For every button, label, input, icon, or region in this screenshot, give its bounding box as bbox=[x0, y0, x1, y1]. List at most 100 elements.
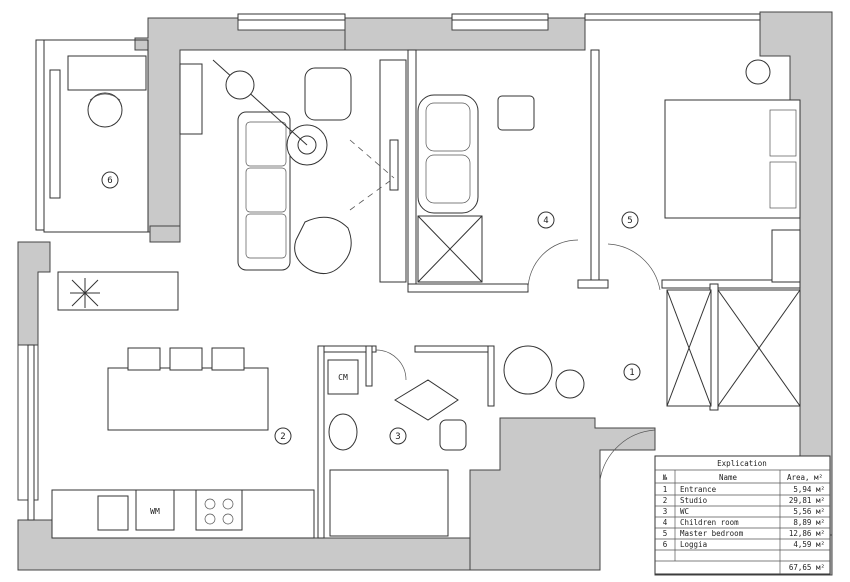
sofa-cushion-1 bbox=[245, 121, 287, 167]
wall-wc-inner bbox=[365, 345, 373, 387]
wall-children-right bbox=[590, 49, 600, 287]
living-area bbox=[179, 59, 407, 283]
room-circle-5 bbox=[621, 211, 639, 229]
master-bedroom bbox=[607, 59, 801, 407]
window-top-3 bbox=[584, 13, 761, 21]
table-header-num: № bbox=[662, 473, 668, 482]
loggia-desk bbox=[67, 55, 147, 91]
sofa-cushion-2 bbox=[245, 167, 287, 213]
room-circle-6 bbox=[101, 171, 119, 189]
closet1-x-2 bbox=[666, 289, 712, 407]
cm-box bbox=[327, 359, 359, 395]
table-row-area: 29,81 м² bbox=[789, 496, 825, 505]
counter-bottom bbox=[51, 489, 315, 539]
room-labels: 1 2 3 4 5 6 CM WM bbox=[101, 171, 641, 516]
room-number-3: 3 bbox=[395, 432, 400, 442]
tv-view-2 bbox=[349, 177, 395, 211]
room-number-4: 4 bbox=[543, 216, 548, 226]
table-title: Explication bbox=[717, 459, 767, 468]
room-circle-1 bbox=[623, 363, 641, 381]
label-cm: CM bbox=[338, 373, 348, 382]
tv bbox=[389, 139, 399, 191]
room-number-2: 2 bbox=[280, 432, 285, 442]
burner-3 bbox=[204, 513, 216, 525]
table-row-num: 6 bbox=[663, 540, 668, 549]
room-circle-3 bbox=[389, 427, 407, 445]
wall-wc-right bbox=[487, 345, 495, 407]
table-row-num: 2 bbox=[663, 496, 668, 505]
loggia-outline bbox=[43, 39, 149, 233]
wc-bathtub bbox=[329, 469, 449, 537]
nightstand-lamp bbox=[745, 59, 771, 85]
wall-left bbox=[17, 241, 51, 346]
table-row-num: 1 bbox=[663, 485, 668, 494]
table-row-area: 4,59 м² bbox=[793, 540, 825, 549]
interior-walls bbox=[317, 49, 801, 539]
lamp-base bbox=[225, 70, 255, 100]
window-left bbox=[27, 344, 35, 521]
wc-shower bbox=[394, 379, 459, 421]
child-sofa-seat-1 bbox=[425, 102, 471, 152]
wall-children-left bbox=[407, 49, 417, 291]
table-row-name: Children room bbox=[680, 518, 739, 527]
label-wm: WM bbox=[150, 507, 160, 516]
stool-3 bbox=[211, 347, 245, 371]
table-total: 67,65 м² bbox=[789, 563, 825, 572]
washing-machine bbox=[135, 489, 175, 531]
table-row-area: 8,89 м² bbox=[793, 518, 825, 527]
table-row-name: Master bedroom bbox=[680, 529, 744, 538]
table-header-area: Area, м² bbox=[787, 473, 823, 482]
room-number-1: 1 bbox=[629, 368, 634, 378]
table-row-name: WC bbox=[680, 507, 689, 516]
loggia-chair-back bbox=[89, 93, 121, 101]
wc-sink bbox=[328, 413, 358, 451]
child-sofa bbox=[417, 94, 479, 214]
island bbox=[107, 367, 269, 431]
child-door-swing bbox=[527, 239, 579, 291]
closet2-x-2 bbox=[717, 289, 801, 407]
entrance bbox=[503, 345, 656, 481]
table-row-area: 5,94 м² bbox=[793, 485, 825, 494]
room-number-5: 5 bbox=[627, 216, 632, 226]
loggia bbox=[43, 39, 149, 233]
table-row-name: Loggia bbox=[680, 540, 707, 549]
loggia-bench bbox=[49, 69, 61, 199]
burner-2 bbox=[222, 498, 234, 510]
kitchen-counter-left bbox=[57, 271, 179, 311]
wall-top-middle bbox=[344, 17, 586, 51]
rug bbox=[294, 216, 352, 275]
wall-bottom-right bbox=[469, 417, 656, 571]
table-row-num: 4 bbox=[663, 518, 668, 527]
wardrobe-x-2 bbox=[417, 215, 483, 283]
armchair bbox=[304, 67, 352, 121]
wall-master-left-stub bbox=[577, 279, 609, 289]
bed bbox=[664, 99, 801, 219]
oven bbox=[195, 489, 243, 531]
table-row-num: 3 bbox=[663, 507, 668, 516]
wall-wc-left bbox=[317, 345, 325, 539]
window-loggia bbox=[35, 39, 45, 231]
entrance-chair bbox=[503, 345, 553, 395]
table-row-name: Studio bbox=[680, 496, 708, 505]
window-top-2 bbox=[451, 13, 549, 21]
loggia-chair bbox=[87, 92, 123, 128]
lamp-arm bbox=[212, 59, 308, 146]
wall-wc-top-right bbox=[414, 345, 494, 353]
table-row-area: 12,86 м² bbox=[789, 529, 825, 538]
sofa bbox=[237, 111, 291, 271]
children-room bbox=[417, 94, 579, 291]
explication-table: Explication № Name Area, м² 1 Entrance 5… bbox=[654, 455, 831, 575]
table-frame bbox=[654, 455, 831, 575]
pillow-1 bbox=[769, 109, 797, 157]
stool-2 bbox=[169, 347, 203, 371]
child-desk-chair bbox=[497, 95, 535, 131]
kitchen bbox=[51, 271, 315, 539]
table-row-area: 5,56 м² bbox=[793, 507, 825, 516]
room-circle-2 bbox=[274, 427, 292, 445]
tv-view-1 bbox=[349, 139, 395, 179]
room-circle-4 bbox=[537, 211, 555, 229]
sink bbox=[97, 495, 129, 531]
table-row-num: 5 bbox=[663, 529, 668, 538]
stool-1 bbox=[127, 347, 161, 371]
child-sofa-seat-2 bbox=[425, 154, 471, 204]
